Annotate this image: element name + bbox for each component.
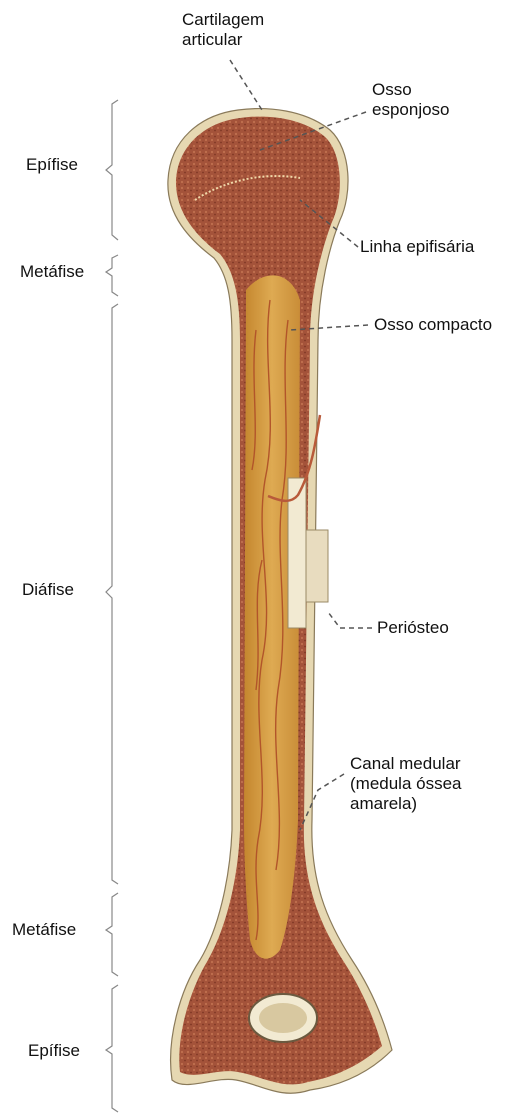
region-brackets xyxy=(106,100,118,1112)
label-canal-line2: (medula óssea xyxy=(350,774,462,794)
label-canal-line3: amarela) xyxy=(350,794,462,814)
label-osso-esponjoso: Osso esponjoso xyxy=(372,80,450,120)
label-osso-esponjoso-line1: Osso xyxy=(372,80,450,100)
label-cartilagem-line2: articular xyxy=(182,30,264,50)
region-label-epifise-bottom: Epífise xyxy=(28,1041,80,1061)
region-label-metafise-top: Metáfise xyxy=(20,262,84,282)
label-linha-epifisaria: Linha epifisária xyxy=(360,237,474,257)
label-canal-medular: Canal medular (medula óssea amarela) xyxy=(350,754,462,814)
label-cartilagem-articular: Cartilagem articular xyxy=(182,10,264,50)
label-canal-line1: Canal medular xyxy=(350,754,462,774)
label-periosteo: Periósteo xyxy=(377,618,449,638)
label-cartilagem-line1: Cartilagem xyxy=(182,10,264,30)
distal-window-inner xyxy=(259,1003,307,1033)
region-label-diafise: Diáfise xyxy=(22,580,74,600)
region-label-epifise-top: Epífise xyxy=(26,155,78,175)
label-osso-compacto: Osso compacto xyxy=(374,315,492,335)
periosteum-flap xyxy=(306,530,328,602)
region-label-metafise-bottom: Metáfise xyxy=(12,920,76,940)
label-osso-esponjoso-line2: esponjoso xyxy=(372,100,450,120)
